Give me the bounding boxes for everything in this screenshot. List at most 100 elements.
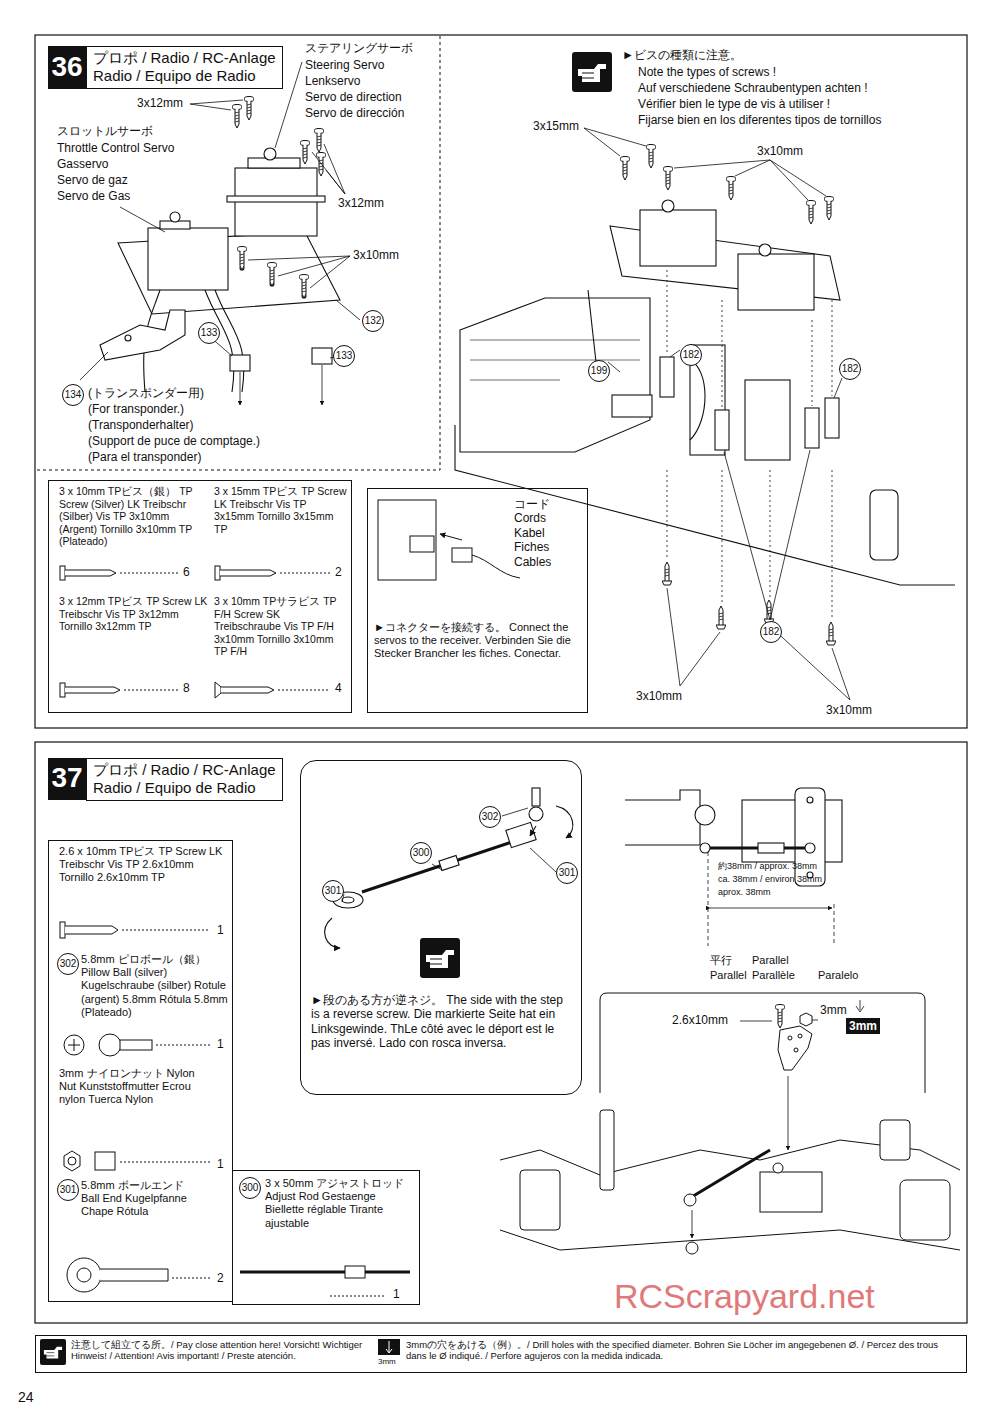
screw-icons-36-part <box>60 683 65 697</box>
servo-mount-exploded-part <box>264 148 276 160</box>
screws-left-part <box>232 105 242 129</box>
part-text: プロポ / Radio / RC-Anlage Radio / Equipo d… <box>93 49 279 85</box>
callout-leaders-part <box>530 848 556 872</box>
reverse-screw-picture-part <box>530 826 536 836</box>
leader-lines-right-part <box>674 160 770 168</box>
chassis-installed-part <box>805 408 819 448</box>
servo-mount-exploded-part <box>100 310 185 360</box>
chassis-installed-part <box>470 340 640 380</box>
connector-picture <box>378 500 520 580</box>
screws-left-part <box>267 263 277 287</box>
callout-number: 199 <box>588 360 610 382</box>
reverse-screw-picture-part <box>362 842 512 892</box>
part-label: Servo de gaz <box>57 173 128 187</box>
chassis-linkage-part <box>794 1048 798 1052</box>
screws-left-part <box>300 141 310 165</box>
part-text: 1 <box>217 1157 224 1171</box>
leader-lines-left-part <box>278 256 350 276</box>
watermark: RCScrapyard.net <box>610 1276 879 1317</box>
screws-right-part <box>824 197 834 221</box>
leaders-bottom-right-part <box>692 1210 693 1238</box>
leader-lines-right-part <box>724 452 770 620</box>
part-text: 1 <box>217 1037 224 1051</box>
part-text: コード Cords Kabel Fiches Cables <box>514 497 574 569</box>
part-text: 2 <box>335 565 342 579</box>
chassis-linkage-part <box>520 1170 560 1230</box>
chassis-linkage-part <box>600 993 925 1093</box>
part-label: Parallel <box>752 954 789 967</box>
part-label: (For transponder.) <box>88 402 184 416</box>
part-text: 3 x 12mm TPビス TP Screw LK Treibschr Vis … <box>59 595 209 633</box>
leader-lines-left-part <box>336 300 360 320</box>
callout-number: 182 <box>839 358 861 380</box>
chassis-installed-part <box>460 298 650 452</box>
reverse-screw-picture-part <box>325 918 340 948</box>
leader-lines-left-part <box>310 256 350 288</box>
steering-linkage-part <box>758 843 784 853</box>
callout-leaders <box>342 808 556 902</box>
part-label: (Para el transponder) <box>88 450 201 464</box>
servo-mount-exploded-part <box>148 228 228 290</box>
parts-icons-37-part <box>240 1271 410 1274</box>
chassis-linkage-part <box>798 1034 802 1038</box>
part-text: 注意して組立てる所。/ Pay close attention here! Vo… <box>71 1339 391 1362</box>
leader-lines-right-part <box>770 160 826 196</box>
leader-lines-left-part <box>326 170 345 194</box>
part-label: Servo de dirección <box>305 106 404 120</box>
parts-icons-37-part <box>77 1268 91 1282</box>
chassis-installed-part <box>738 254 814 310</box>
chassis-linkage-part <box>760 1172 822 1212</box>
leader-lines-left-part <box>240 372 241 405</box>
part-text: プロポ / Radio / RC-Anlage Radio / Equipo d… <box>93 761 279 797</box>
chassis-installed-part <box>690 360 705 440</box>
leader-lines-right <box>584 128 850 700</box>
part-label: 3x10mm <box>636 689 682 703</box>
leader-lines-left-part <box>322 365 323 405</box>
part-label: ca. 38mm / environ 38mm <box>718 874 822 885</box>
chassis-linkage-part <box>773 1163 783 1173</box>
leader-lines-left-part <box>312 152 345 194</box>
part-label: Paralelo <box>818 969 858 982</box>
screw-icons-36-part <box>215 566 220 580</box>
part-label: ステアリングサーボ <box>305 41 413 55</box>
connector-picture-part <box>410 536 434 552</box>
servo-mount-exploded-part <box>125 335 131 341</box>
chassis-linkage-part <box>684 1194 696 1206</box>
steering-linkage-part <box>795 788 825 886</box>
leader-lines-right-part <box>584 128 646 146</box>
screw-icons-36-part <box>65 570 116 576</box>
drill-icon-part <box>378 1339 400 1355</box>
part-label: 24 <box>18 1389 34 1406</box>
connector-picture-part <box>378 500 436 580</box>
part-label: Auf verschiedene Schraubentypen achten ! <box>638 81 868 95</box>
part-text: 3mmの穴をあける（例）。/ Drill holes with the spec… <box>406 1339 956 1362</box>
leader-lines-left-part <box>120 207 165 232</box>
part-label: 2.6x10mm <box>672 1013 728 1027</box>
part-label: (トランスポンダー用) <box>88 386 204 400</box>
parts-icons-37-part <box>99 1034 121 1056</box>
part-label: (Transponderhalter) <box>88 418 194 432</box>
parts-icons-37-part <box>120 1040 152 1050</box>
reverse-screw-picture-part <box>532 788 540 806</box>
chassis-installed-part <box>662 200 674 212</box>
leader-lines-left-part <box>275 62 302 148</box>
screws-left-part <box>299 275 309 299</box>
parts-icons-37-part <box>68 1157 76 1165</box>
reverse-screw-picture-part <box>342 897 354 903</box>
steering-linkage-part <box>695 805 715 825</box>
part-label: Steering Servo <box>305 58 384 72</box>
part-label: (Support de puce de comptage.) <box>88 434 260 448</box>
drill-size-tag: 3mm <box>846 1018 880 1034</box>
callout-number: 300 <box>410 842 432 864</box>
chassis-installed-part <box>870 490 898 560</box>
screws-left-part <box>244 97 254 121</box>
leader-lines-right-part <box>667 588 680 686</box>
part-label: Note the types of screws ! <box>638 65 776 79</box>
part-box: ►段のある方が逆ネジ。 The side with the step is a … <box>300 760 582 1095</box>
servo-mount-exploded-part <box>215 290 244 392</box>
part-label: Parallèle <box>752 969 795 982</box>
servo-mount-exploded-part <box>312 348 332 364</box>
steering-linkage-part <box>742 800 842 862</box>
parts-icons-37-part <box>60 922 65 938</box>
panel-frames <box>35 35 967 1323</box>
